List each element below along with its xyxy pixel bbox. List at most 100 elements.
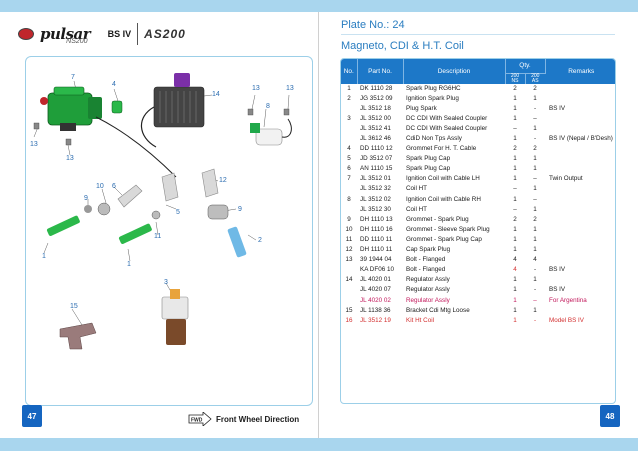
- cell-remarks: BS IV: [549, 266, 566, 274]
- cell-part-no: JL 4020 07: [360, 286, 391, 294]
- cell-remarks: [545, 215, 615, 225]
- cell-qty-ns: 4: [513, 266, 517, 274]
- cell-remarks: [545, 306, 615, 316]
- cell-description: Spark Plug RG6HC: [406, 84, 461, 92]
- cell-description: Coil HT: [406, 205, 427, 213]
- cell-no: 2: [347, 94, 351, 102]
- cell-part-no: JL 4020 01: [360, 276, 391, 284]
- cell-remarks: BS IV (Nepal / B'Desh): [549, 135, 613, 143]
- col-header-qty: Qty.: [505, 59, 546, 73]
- logo-divider: [137, 23, 139, 45]
- cell-remarks: BS IV: [549, 104, 566, 112]
- cell-description: Cap Spark Plug: [406, 246, 451, 254]
- callout-9b: 9: [238, 206, 242, 213]
- cell-description: Kit Ht Coil: [406, 316, 434, 324]
- callout-8: 8: [266, 103, 270, 110]
- callout-1b: 1: [127, 261, 131, 268]
- col-header-remarks: Remarks: [545, 59, 615, 84]
- cell-qty-ns: 1: [513, 155, 517, 163]
- cell-remarks: [545, 84, 615, 94]
- cell-qty-as: 1: [533, 155, 537, 163]
- cell-qty-as: 1: [533, 225, 537, 233]
- cell-part-no: 39 1944 04: [360, 256, 392, 264]
- cell-qty-ns: 2: [513, 84, 517, 92]
- cell-qty-as: -: [533, 266, 537, 274]
- cell-qty-as: -: [533, 104, 537, 112]
- cell-qty-ns: 1: [513, 94, 517, 102]
- cell-part-no: JD 3512 07: [360, 155, 393, 163]
- cell-qty-ns: –: [513, 185, 517, 193]
- callout-15: 15: [70, 303, 78, 310]
- cell-qty-ns: 1: [513, 165, 517, 173]
- cell-part-no: JL 3512 01: [360, 175, 391, 183]
- regulator-icon: [140, 73, 205, 148]
- cell-qty-as: 1: [533, 246, 537, 254]
- cell-no: 11: [345, 235, 353, 243]
- grommet-icon: [111, 100, 123, 114]
- ignition-coil-icon: [40, 86, 102, 131]
- cell-no: [341, 104, 357, 114]
- cell-qty-ns: 1: [513, 135, 517, 143]
- cell-qty-ns: 4: [513, 256, 517, 264]
- cell-no: 3: [347, 114, 351, 122]
- cell-qty-as: 1: [533, 165, 537, 173]
- cell-description: DC CDI With Sealed Coupler: [406, 124, 488, 132]
- cell-qty-as: –: [533, 175, 537, 183]
- cell-description: DC CDI With Sealed Coupler: [406, 114, 488, 122]
- callout-13b: 13: [286, 85, 294, 92]
- cell-qty-ns: –: [513, 124, 517, 132]
- cell-qty-as: –: [533, 195, 537, 203]
- cell-part-no: JL 1138 36: [360, 306, 391, 314]
- parts-table: No. Part No. Description Qty. Remarks 20…: [340, 58, 616, 404]
- cell-no: 6: [347, 165, 351, 173]
- cell-no: 1: [347, 84, 351, 92]
- cell-qty-as: 1: [533, 306, 537, 314]
- cell-remarks: [545, 275, 615, 285]
- callout-5: 5: [176, 209, 180, 216]
- cell-part-no: JL 3512 32: [360, 185, 391, 193]
- cell-qty-as: 2: [533, 145, 537, 153]
- callout-10: 10: [96, 183, 104, 190]
- fwd-icon-text: FWD: [191, 418, 203, 424]
- cell-qty-as: 2: [533, 215, 537, 223]
- cell-remarks: [545, 184, 615, 194]
- cell-qty-ns: 1: [513, 286, 517, 294]
- ns200-logo: NS200: [66, 38, 88, 45]
- cell-no: [341, 285, 357, 295]
- cell-remarks: [545, 144, 615, 154]
- cell-qty-ns: 2: [513, 215, 517, 223]
- cell-no: [341, 265, 357, 275]
- cell-description: Ignition Spark Plug: [406, 94, 459, 102]
- cell-description: Bracket Cdi Mtg Loose: [406, 306, 470, 314]
- cell-no: 9: [347, 215, 351, 223]
- callout-3: 3: [164, 279, 168, 286]
- cell-no: 14: [345, 276, 353, 284]
- cell-description: Grommet - Sleeve Spark Plug: [406, 225, 490, 233]
- cell-part-no: DD 1110 11: [360, 235, 393, 243]
- callout-1a: 1: [42, 253, 46, 260]
- callout-2: 2: [258, 237, 262, 244]
- parts-illustration: [33, 73, 292, 350]
- page-number-left: 47: [22, 405, 42, 427]
- cell-qty-as: –: [533, 114, 537, 122]
- cell-part-no: JL 3512 18: [360, 104, 391, 112]
- cell-part-no: JL 3512 02: [360, 195, 391, 203]
- pulsar-logo: pulsar: [40, 25, 91, 43]
- bottom-band: [0, 438, 638, 451]
- cell-qty-ns: 2: [513, 145, 517, 153]
